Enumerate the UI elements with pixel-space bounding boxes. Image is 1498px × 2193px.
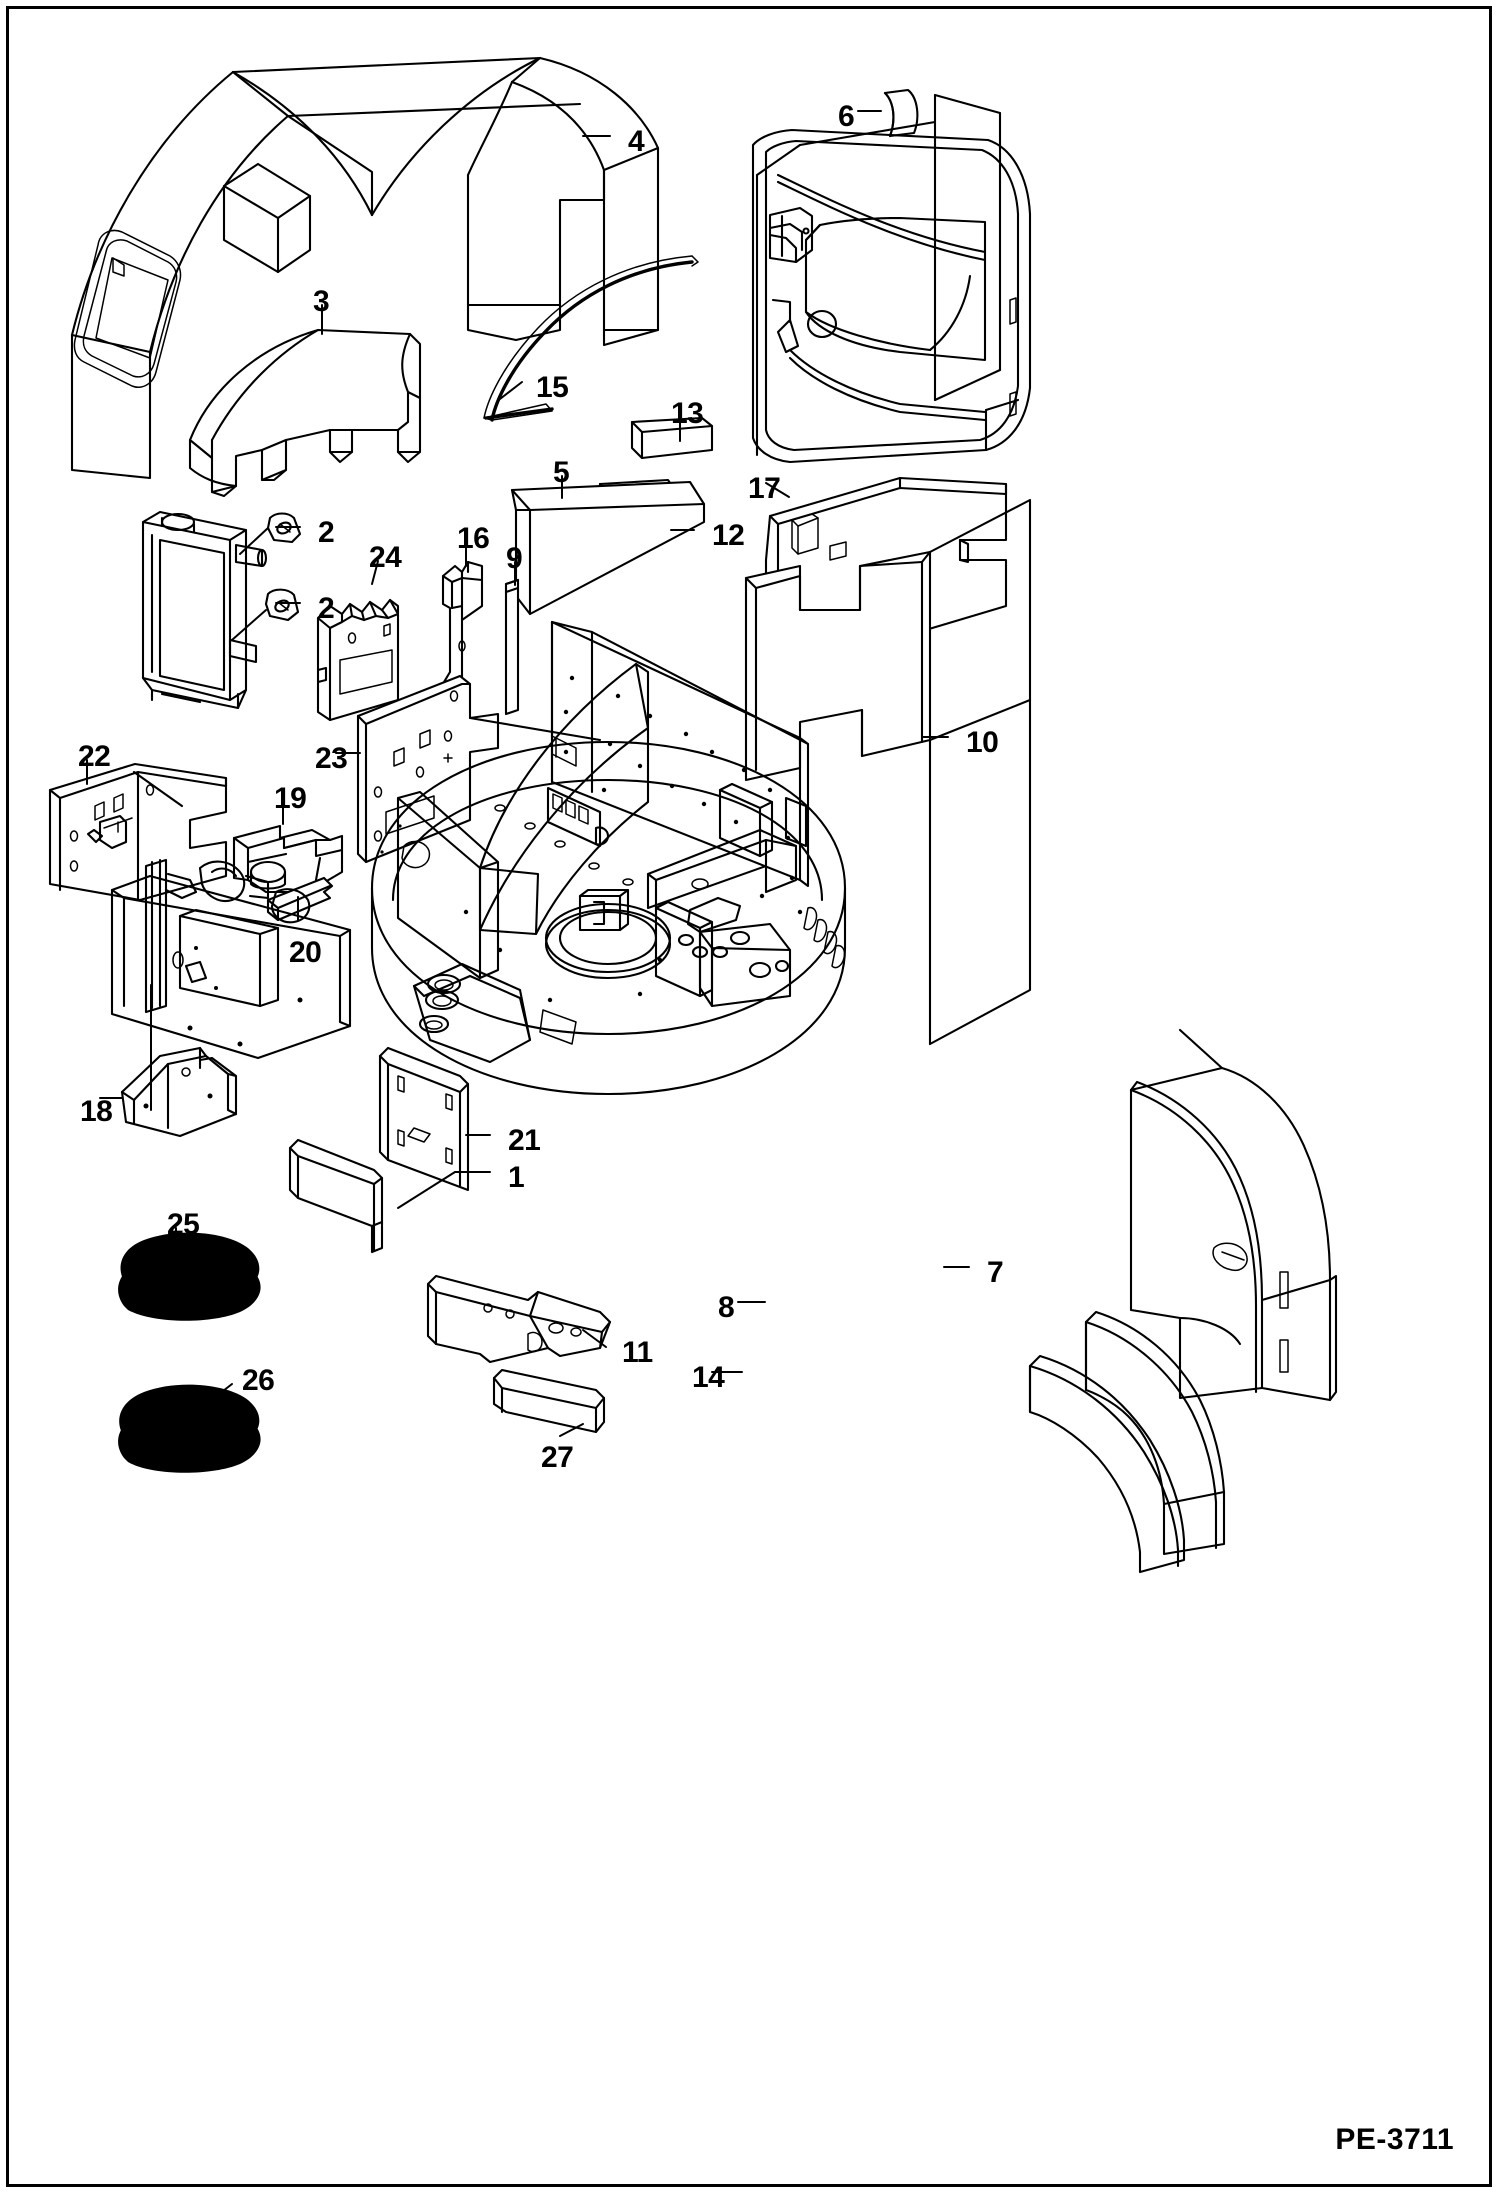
callout-radiator-mount-grommet-lower: 2	[318, 592, 335, 625]
part-21-access-door-panel	[378, 1046, 470, 1192]
part-10-engine-compartment-liner	[744, 550, 932, 782]
callout-main-hood-cover: 4	[628, 125, 645, 158]
radiator-assembly	[141, 510, 268, 710]
callout-battery-tray-cover: 18	[80, 1095, 113, 1128]
callout-seal-coil-small: 26	[242, 1364, 275, 1397]
callout-upper-liner-panel: 17	[748, 472, 781, 505]
part-5-long-seal-strip	[510, 480, 706, 616]
liner-depth-guide	[928, 498, 1032, 1046]
part-6-door-bumper-block	[883, 88, 919, 138]
part-16-support-bracket	[436, 560, 484, 700]
callout-support-bracket: 16	[457, 522, 490, 555]
pump-housing-assembly	[110, 858, 352, 1060]
part-18-battery-tray-cover	[120, 1046, 238, 1138]
part-23-firewall-mount-plate	[356, 674, 500, 864]
part-19-control-valve-cover	[232, 824, 344, 894]
callout-access-cover-pad: 27	[541, 1441, 574, 1474]
part-9-vertical-pin-rod	[504, 578, 520, 716]
leader-line-26	[213, 1383, 233, 1399]
callout-vertical-pin-rod: 9	[506, 542, 523, 575]
callout-door-bumper-block: 6	[838, 100, 855, 133]
main-chassis-frame	[370, 620, 847, 1096]
part-1-lower-front-panel	[288, 1138, 384, 1254]
part-20-slide-rail	[266, 876, 334, 922]
door-assembly	[751, 93, 1032, 464]
part-15-hood-edge-seal	[483, 255, 699, 422]
leader-line-24	[371, 560, 379, 585]
liner-depth-guide-2	[928, 698, 1032, 742]
callout-engine-compartment-liner: 10	[966, 726, 999, 759]
callout-long-seal-strip: 5	[553, 456, 570, 489]
grommet-lower-pointer	[231, 609, 267, 641]
part-8-rear-side-insulation	[1084, 1310, 1226, 1556]
part-11-floor-cover-plate	[426, 1274, 612, 1364]
callout-rear-side-panel: 7	[987, 1256, 1004, 1289]
part-24-radiator-side-shroud	[316, 598, 400, 722]
callout-rear-side-insulation: 8	[718, 1291, 735, 1324]
callout-rear-hood-section: 3	[313, 285, 330, 318]
leader-line-11	[582, 1329, 607, 1348]
leader-line-27	[559, 1423, 584, 1437]
callout-radiator-side-shroud: 24	[369, 541, 402, 574]
callout-lower-rear-trim: 14	[692, 1361, 725, 1394]
callout-short-seal-strip: 12	[712, 519, 745, 552]
callout-floor-cover-plate: 11	[622, 1336, 653, 1369]
plate-ref-line	[468, 716, 602, 742]
part-4-main-hood-cover	[70, 56, 660, 480]
part-7-rear-side-panel	[1129, 1066, 1338, 1402]
callout-slide-rail: 20	[289, 936, 322, 969]
sheet-code: PE-3711	[1335, 2123, 1454, 2156]
part-3-rear-hood-section	[188, 328, 422, 498]
page-border	[6, 6, 1492, 2187]
callout-access-door-panel: 21	[508, 1124, 541, 1157]
leader-line-15	[499, 381, 523, 400]
callout-control-valve-cover: 19	[274, 782, 307, 815]
leader-lines	[86, 110, 970, 1437]
part-14-lower-rear-trim	[1028, 1354, 1186, 1574]
callout-hood-edge-seal: 15	[536, 371, 569, 404]
callout-lower-front-panel: 1	[508, 1161, 525, 1194]
grommet-upper-pointer	[239, 527, 269, 555]
part-13-seal-pad	[630, 416, 714, 460]
leader-line-17	[765, 482, 790, 498]
callout-seal-pad: 13	[671, 397, 704, 430]
part-26-seal-coil-small	[118, 1384, 261, 1473]
callout-side-mounting-bracket: 22	[78, 740, 111, 773]
callout-firewall-mount-plate: 23	[315, 742, 348, 775]
callout-seal-coil-large: 25	[167, 1208, 200, 1241]
part-27-access-cover-pad	[492, 1368, 606, 1434]
part-25-seal-coil-large	[118, 1232, 261, 1321]
part-22-side-mounting-bracket	[48, 762, 228, 902]
part-7-ref-line	[1178, 1028, 1224, 1070]
callout-radiator-mount-grommet-upper: 2	[318, 516, 335, 549]
part-2b-grommet-lower	[264, 588, 300, 622]
part-1-pointer	[397, 1171, 456, 1209]
